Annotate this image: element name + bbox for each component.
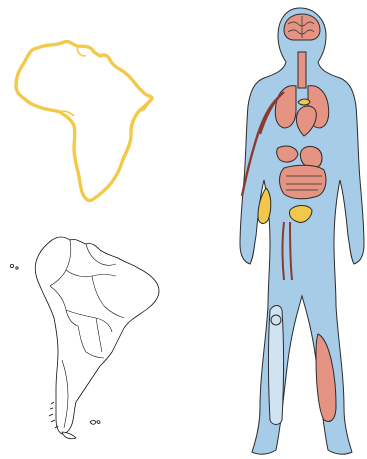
- trachea: [298, 52, 306, 88]
- island: [16, 267, 18, 269]
- island: [10, 264, 13, 267]
- africa-outline: [16, 42, 152, 201]
- south-america-map-icon: [10, 237, 159, 439]
- falklands: [90, 421, 100, 425]
- tierra-del-fuego: [62, 432, 76, 439]
- human-anatomy-icon: [240, 8, 364, 454]
- intestines: [280, 165, 327, 199]
- south-america-outline: [35, 237, 159, 434]
- liver: [277, 146, 298, 162]
- knee-joint: [271, 315, 281, 325]
- africa-outline-icon: [16, 42, 152, 201]
